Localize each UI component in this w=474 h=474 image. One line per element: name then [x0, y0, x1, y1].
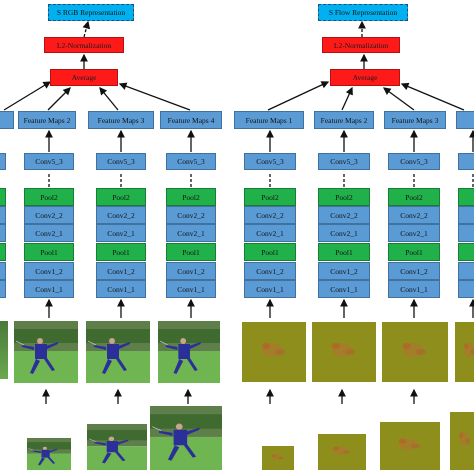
flow-col0-conv1-1: Conv1_1: [244, 280, 296, 298]
rgb-col2-conv5-3: Conv5_3: [96, 153, 146, 170]
flow-col3-conv2-1: [458, 224, 474, 242]
flow-frame-3: [382, 322, 448, 382]
rgb-average-box: Average: [50, 69, 118, 86]
rgb-col3-conv1-2: Conv1_2: [166, 262, 216, 280]
rgb-col1-conv1-1: Conv1_1: [24, 280, 74, 298]
rgb-frame-3: [158, 321, 220, 383]
flow-average-box: Average: [330, 69, 400, 86]
flow-scale-partial: [450, 412, 474, 470]
rgb-col3-conv2-1: Conv2_1: [166, 224, 216, 242]
flow-col2-conv2-2: Conv2_2: [388, 206, 440, 224]
flow-col2-pool2: Pool2: [388, 188, 440, 206]
rgb-feature-maps-2: Feature Maps 2: [18, 111, 76, 129]
flow-col1-conv2-1: Conv2_1: [318, 224, 370, 242]
rgb-feature-maps-3: Feature Maps 3: [88, 111, 154, 129]
rgb-frame-2: [86, 321, 150, 383]
rgb-scale-medium: [87, 424, 147, 470]
rgb-col1-conv2-2: Conv2_2: [24, 206, 74, 224]
rgb-col2-conv2-1: Conv2_1: [96, 224, 146, 242]
flow-col1-pool2: Pool2: [318, 188, 370, 206]
flow-frame-2: [312, 322, 376, 382]
flow-col1-conv5-3: Conv5_3: [318, 153, 370, 170]
flow-col3-conv2-2: [458, 206, 474, 224]
rgb-col0-conv1-2: [0, 262, 6, 280]
flow-col1-pool1: Pool1: [318, 243, 370, 261]
rgb-representation-box: S RGB Representation: [48, 4, 134, 21]
flow-col3-pool2: [458, 188, 474, 206]
rgb-norm-to-rep-arrow: [82, 20, 91, 38]
rgb-col3-pool1: Pool1: [166, 243, 216, 261]
rgb-col3-conv2-2: Conv2_2: [166, 206, 216, 224]
flow-frame-partial: [455, 322, 474, 382]
flow-fm2-to-avg-arrow: [341, 86, 353, 111]
rgb-col2-conv1-2: Conv1_2: [96, 262, 146, 280]
rgb-scale-large: [150, 406, 222, 470]
rgb-col1-conv1-2: Conv1_2: [24, 262, 74, 280]
flow-col2-conv1-2: Conv1_2: [388, 262, 440, 280]
flow-scale-medium: [318, 434, 366, 470]
flow-col0-conv2-1: Conv2_1: [244, 224, 296, 242]
flow-col0-conv5-3: Conv5_3: [244, 153, 296, 170]
flow-col2-pool1: Pool1: [388, 243, 440, 261]
rgb-col0-conv2-1: [0, 224, 6, 242]
flow-representation-box: S Flow Representation: [318, 4, 408, 21]
rgb-fm3-to-avg-arrow: [99, 86, 119, 111]
flow-col0-conv1-2: Conv1_2: [244, 262, 296, 280]
flow-col0-pool1: Pool1: [244, 243, 296, 261]
rgb-col0-pool2: [0, 188, 6, 206]
flow-fm4-to-avg-arrow: [400, 82, 465, 111]
flow-col1-conv1-2: Conv1_2: [318, 262, 370, 280]
rgb-col2-conv2-2: Conv2_2: [96, 206, 146, 224]
flow-col0-pool2: Pool2: [244, 188, 296, 206]
rgb-col1-pool2: Pool2: [24, 188, 74, 206]
rgb-normalization-box: L2-Normalization: [44, 37, 124, 53]
rgb-col2-pool2: Pool2: [96, 188, 146, 206]
rgb-fm4-to-avg-arrow: [118, 82, 191, 111]
rgb-frame-1: [14, 321, 78, 383]
rgb-col1-conv5-3: Conv5_3: [24, 153, 74, 170]
rgb-col1-conv2-1: Conv2_1: [24, 224, 74, 242]
rgb-feature-maps-partial: [0, 111, 14, 129]
rgb-col3-pool2: Pool2: [166, 188, 216, 206]
rgb-col3-conv5-3: Conv5_3: [166, 153, 216, 170]
rgb-col0-pool1: [0, 243, 6, 261]
rgb-fm2-to-avg-arrow: [47, 87, 71, 111]
rgb-fm1-to-avg-arrow: [3, 81, 52, 111]
rgb-col2-pool1: Pool1: [96, 243, 146, 261]
flow-col3-pool1: [458, 243, 474, 261]
flow-col1-conv1-1: Conv1_1: [318, 280, 370, 298]
flow-feature-maps-1: Feature Maps 1: [234, 111, 304, 129]
rgb-scale-small: [27, 438, 71, 470]
rgb-col0-conv5-3: [0, 153, 6, 170]
flow-col1-conv2-2: Conv2_2: [318, 206, 370, 224]
rgb-col0-conv1-1: [0, 280, 6, 298]
flow-col2-conv5-3: Conv5_3: [388, 153, 440, 170]
flow-fm3-to-avg-arrow: [382, 87, 415, 111]
flow-col2-conv2-1: Conv2_1: [388, 224, 440, 242]
rgb-col3-conv1-1: Conv1_1: [166, 280, 216, 298]
rgb-feature-maps-4: Feature Maps 4: [160, 111, 222, 129]
flow-normalization-box: L2-Normalization: [322, 37, 400, 53]
rgb-col1-pool1: Pool1: [24, 243, 74, 261]
flow-scale-large: [380, 422, 440, 470]
flow-fm1-to-avg-arrow: [267, 81, 330, 111]
flow-col3-conv5-3: [458, 153, 474, 170]
flow-col2-conv1-1: Conv1_1: [388, 280, 440, 298]
flow-feature-maps-partial: [456, 111, 474, 129]
flow-col0-conv2-2: Conv2_2: [244, 206, 296, 224]
flow-col3-conv1-1: [458, 280, 474, 298]
rgb-col0-conv2-2: [0, 206, 6, 224]
rgb-frame-partial: [0, 321, 8, 379]
flow-scale-small: [262, 446, 294, 470]
rgb-col2-conv1-1: Conv1_1: [96, 280, 146, 298]
flow-feature-maps-3: Feature Maps 3: [384, 111, 446, 129]
flow-frame-1: [242, 322, 306, 382]
flow-col3-conv1-2: [458, 262, 474, 280]
flow-feature-maps-2: Feature Maps 2: [314, 111, 374, 129]
